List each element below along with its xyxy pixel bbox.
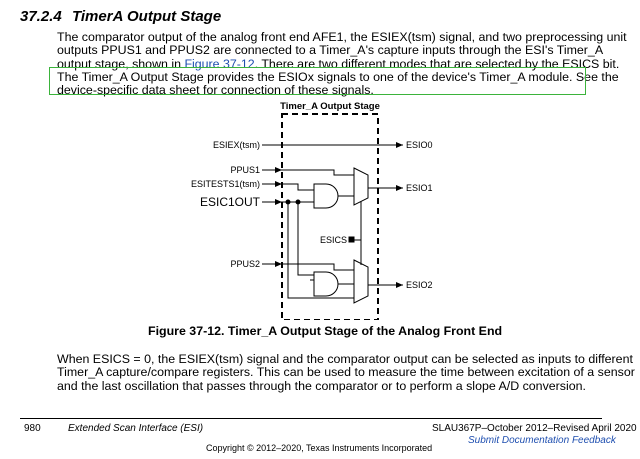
- footer-rule: [20, 418, 602, 419]
- input-label-esic1out: ESIC1OUT: [200, 195, 261, 209]
- intro-line: device-specific data sheet for connectio…: [57, 83, 374, 98]
- wire-ppus2-mux2: [282, 263, 354, 271]
- output-label-esio1: ESIO1: [406, 183, 433, 193]
- body-line: and the last oscillation that passes thr…: [57, 378, 586, 393]
- and-gate-1: [313, 183, 339, 209]
- input-label-esitests1: ESITESTS1(tsm): [191, 179, 260, 189]
- input-label-ppus1: PPUS1: [230, 165, 260, 175]
- submit-feedback-link[interactable]: Submit Documentation Feedback: [468, 435, 616, 446]
- input-label-esiex: ESIEX(tsm): [213, 140, 260, 150]
- mux-2: [353, 259, 369, 304]
- body-line: Timer_A capture/compare registers. This …: [57, 365, 635, 380]
- output-label-esio2: ESIO2: [406, 280, 433, 290]
- body-line: When ESICS = 0, the ESIEX(tsm) signal an…: [57, 352, 633, 366]
- wire-esitests1-and1: [282, 183, 314, 191]
- intro-text: output stage, shown in: [57, 56, 185, 71]
- intro-line: The Timer_A Output Stage provides the ES…: [57, 69, 619, 84]
- copyright: Copyright © 2012–2020, Texas Instruments…: [206, 443, 433, 453]
- section-title: TimerA Output Stage: [72, 8, 222, 25]
- mux-1: [353, 167, 369, 206]
- page-number: 980: [24, 423, 41, 434]
- intro-text: . There are two different modes that are…: [254, 56, 620, 71]
- highlight-box: [49, 67, 586, 95]
- timer-a-output-stage-diagram: Timer_A Output Stage ESIEX(tsm) PPUS1 ES…: [191, 101, 433, 320]
- section-number: 37.2.4: [20, 8, 62, 25]
- wire-esic1out-and2: [287, 202, 354, 299]
- figure-reference-link[interactable]: Figure 37-12: [184, 56, 255, 71]
- figure-caption: Figure 37-12. Timer_A Output Stage of th…: [148, 324, 503, 338]
- wire-esic1out-mux2: [297, 202, 314, 276]
- intro-line: output stage, shown in Figure 37-12. The…: [57, 56, 619, 71]
- intro-line: The comparator output of the analog fron…: [57, 30, 627, 44]
- control-label-esics: ESICS: [320, 235, 347, 245]
- and-gate-2: [313, 271, 339, 297]
- intro-paragraph: The comparator output of the analog fron…: [57, 30, 627, 98]
- document-title: Extended Scan Interface (ESI): [68, 423, 204, 434]
- output-label-esio0: ESIO0: [406, 140, 433, 150]
- wire-ppus1-mux1: [282, 169, 354, 176]
- input-label-ppus2: PPUS2: [230, 259, 260, 269]
- stage-boundary: [281, 113, 379, 320]
- esics-node: [348, 236, 355, 243]
- intro-line: outputs PPUS1 and PPUS2 are connected to…: [57, 43, 604, 58]
- body-paragraph: When ESICS = 0, the ESIEX(tsm) signal an…: [57, 352, 635, 393]
- box-title: Timer_A Output Stage: [280, 101, 380, 112]
- document-id: SLAU367P–October 2012–Revised April 2020: [432, 423, 637, 434]
